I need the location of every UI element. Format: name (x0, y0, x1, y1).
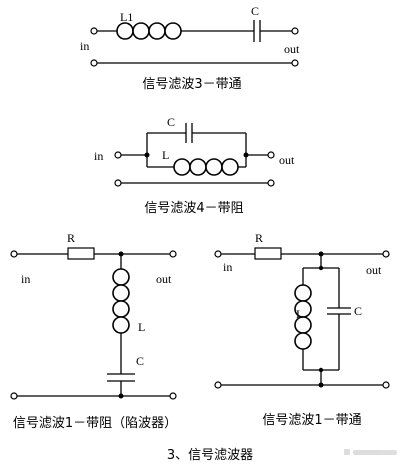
terminal-out-top (267, 151, 275, 159)
terminal-out-bottom (169, 392, 177, 400)
resistor-r (67, 247, 95, 260)
capacitor-c (253, 20, 261, 42)
inductor-l (112, 268, 130, 334)
terminal-out-top (382, 250, 390, 258)
terminal-out-bottom (291, 59, 299, 67)
caption-bandstop4: 信号滤波4－带阻 (144, 201, 243, 216)
label-c: C (136, 354, 144, 368)
label-c: C (354, 304, 362, 318)
label-in: in (94, 149, 103, 163)
caption-bandpass1: 信号滤波1－带通 (262, 413, 361, 428)
label-in: in (223, 260, 232, 274)
capacitor-c (107, 373, 135, 382)
label-c: C (251, 4, 259, 18)
label-out: out (284, 42, 300, 56)
label-l1: L1 (120, 10, 133, 24)
terminal-out-bottom (382, 381, 390, 389)
terminal-out-bottom (267, 179, 275, 187)
capacitor-c (185, 123, 193, 143)
label-l: L (138, 320, 145, 334)
terminal-in-top (90, 27, 98, 35)
terminal-in-bottom (10, 392, 18, 400)
terminal-in-top (214, 250, 222, 258)
terminal-in-bottom (90, 59, 98, 67)
label-in: in (80, 39, 89, 53)
terminal-out-top (169, 250, 177, 258)
label-out: out (366, 263, 382, 277)
watermark-logo (344, 449, 397, 455)
label-in: in (21, 272, 30, 286)
label-l: L (162, 148, 169, 162)
caption-bandpass3: 信号滤波3－带通 (142, 77, 241, 92)
inductor-l (173, 158, 239, 176)
resistor-r (254, 247, 282, 260)
figure-caption: 3、信号滤波器 (167, 448, 253, 463)
terminal-in-top (10, 250, 18, 258)
circuit-bandstop1: R L C in out 信号滤波1－带阻（陷波器） (10, 231, 177, 431)
inductor-l1 (116, 22, 182, 40)
terminal-out-top (291, 27, 299, 35)
circuit-bandstop4: C L in out 信号滤波4－带阻 (94, 115, 295, 216)
label-c: C (167, 115, 175, 129)
terminal-in-bottom (114, 179, 122, 187)
label-l: L (296, 307, 303, 321)
terminal-in-bottom (214, 381, 222, 389)
caption-bandstop1: 信号滤波1－带阻（陷波器） (13, 416, 177, 431)
junction-left (144, 152, 150, 158)
junction-right (243, 152, 249, 158)
circuit-bandpass1: R L C in out 信号滤波1－带通 (214, 231, 390, 428)
terminal-in-top (114, 151, 122, 159)
label-r: R (255, 231, 263, 245)
circuit-bandpass3: L1 C in out 信号滤波3－带通 (80, 4, 300, 92)
label-out: out (279, 153, 295, 167)
junction-top-bus (318, 265, 324, 271)
label-r: R (67, 231, 75, 245)
capacitor-c (327, 307, 351, 315)
label-out: out (156, 272, 172, 286)
